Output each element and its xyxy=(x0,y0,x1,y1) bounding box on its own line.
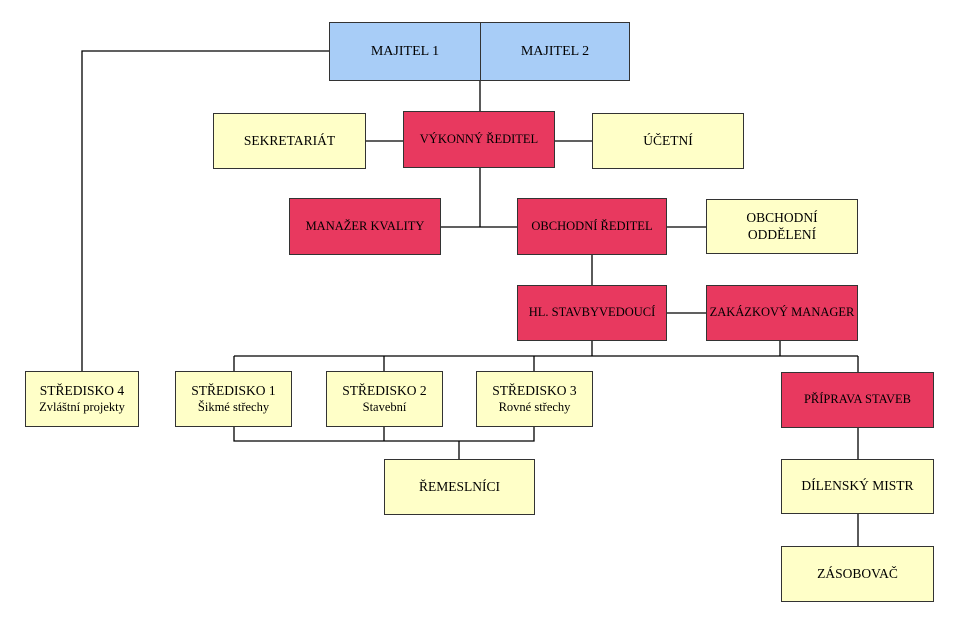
dilensky-mistr-box: DÍLENSKÝ MISTR xyxy=(781,459,934,514)
remeslnici-label: ŘEMESLNÍCI xyxy=(419,478,500,494)
stredisko-1-subtitle: Šikmé střechy xyxy=(197,399,270,414)
priprava-staveb-box: PŘÍPRAVA STAVEB xyxy=(781,372,934,428)
stredisko-3-title: STŘEDISKO 3 xyxy=(492,382,577,398)
remeslnici-box: ŘEMESLNÍCI xyxy=(384,459,535,515)
dilensky-mistr-label: DÍLENSKÝ MISTR xyxy=(801,478,914,494)
stredisko-4-title: STŘEDISKO 4 xyxy=(39,382,125,398)
obchodni-reditel-label: OBCHODNÍ ŘEDITEL xyxy=(531,218,653,233)
ucetni-label: ÚČETNÍ xyxy=(643,132,693,148)
obchodni-reditel-box: OBCHODNÍ ŘEDITEL xyxy=(517,198,667,255)
zakazkovy-manager-label: ZAKÁZKOVÝ MANAGER xyxy=(709,305,855,320)
hl-stavbyvedouci-label: HL. STAVBYVEDOUCÍ xyxy=(528,305,656,320)
owner-1-box: MAJITEL 1 xyxy=(329,22,481,81)
stredisko-3-box: STŘEDISKO 3 Rovné střechy xyxy=(476,371,593,427)
zakazkovy-manager-box: ZAKÁZKOVÝ MANAGER xyxy=(706,285,858,341)
owner-1-label: MAJITEL 1 xyxy=(370,43,440,59)
obchodni-oddeleni-line2: ODDĚLENÍ xyxy=(747,226,817,242)
manazer-kvality-label: MANAŽER KVALITY xyxy=(305,218,425,233)
vykonny-reditel-label: VÝKONNÝ ŘEDITEL xyxy=(419,131,539,146)
manazer-kvality-box: MANAŽER KVALITY xyxy=(289,198,441,255)
stredisko-2-box: STŘEDISKO 2 Stavební xyxy=(326,371,443,427)
stredisko-1-title: STŘEDISKO 1 xyxy=(191,382,276,398)
priprava-staveb-label: PŘÍPRAVA STAVEB xyxy=(803,392,912,407)
vykonny-reditel-box: VÝKONNÝ ŘEDITEL xyxy=(403,111,555,168)
ucetni-box: ÚČETNÍ xyxy=(592,113,744,169)
stredisko-4-subtitle: Zvláštní projekty xyxy=(39,399,125,414)
owner-2-label: MAJITEL 2 xyxy=(520,43,590,59)
connector-owner-stredisko4 xyxy=(81,50,329,371)
stredisko-3-subtitle: Rovné střechy xyxy=(498,399,571,414)
obchodni-oddeleni-line1: OBCHODNÍ xyxy=(746,209,818,225)
stredisko-4-box: STŘEDISKO 4 Zvláštní projekty xyxy=(25,371,139,427)
obchodni-oddeleni-box: OBCHODNÍ ODDĚLENÍ xyxy=(706,199,858,254)
sekretariat-box: SEKRETARIÁT xyxy=(213,113,366,169)
stredisko-2-title: STŘEDISKO 2 xyxy=(342,382,427,398)
stredisko-2-subtitle: Stavební xyxy=(362,399,407,414)
zasobovac-label: ZÁSOBOVAČ xyxy=(817,565,898,581)
hl-stavbyvedouci-box: HL. STAVBYVEDOUCÍ xyxy=(517,285,667,341)
zasobovac-box: ZÁSOBOVAČ xyxy=(781,546,934,602)
sekretariat-label: SEKRETARIÁT xyxy=(243,132,336,148)
owner-2-box: MAJITEL 2 xyxy=(480,22,630,81)
stredisko-1-box: STŘEDISKO 1 Šikmé střechy xyxy=(175,371,292,427)
